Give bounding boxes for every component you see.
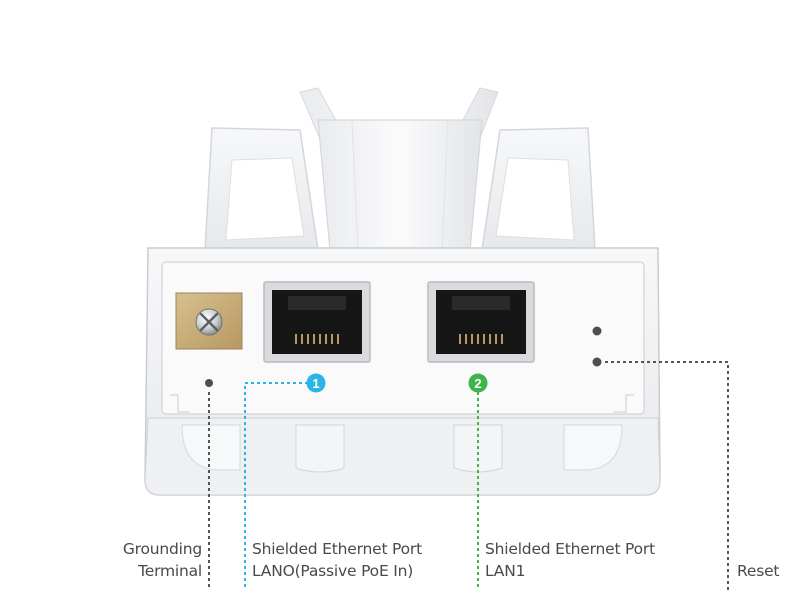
- callout-lines: [208, 361, 729, 590]
- grounding-terminal-icon: [175, 292, 243, 387]
- lan0-label-line2: LANO(Passive PoE In): [252, 562, 414, 580]
- reset-leader-line: [605, 361, 729, 590]
- lan1-label: Shielded Ethernet Port LAN1: [485, 538, 655, 582]
- lan1-label-line1: Shielded Ethernet Port: [485, 540, 655, 558]
- lan1-port-icon: [427, 281, 535, 363]
- grounding-label-line2: Terminal: [138, 562, 202, 580]
- reset-hole-icon: [592, 326, 602, 367]
- lan1-label-line2: LAN1: [485, 562, 526, 580]
- lan0-port-icon: [263, 281, 371, 363]
- antenna-mount: [204, 87, 596, 251]
- grounding-label: Grounding Terminal: [80, 538, 202, 582]
- lan0-leader-line: [244, 382, 308, 590]
- lan0-label-line1: Shielded Ethernet Port: [252, 540, 422, 558]
- marker-2-icon: 2: [468, 373, 488, 393]
- lan0-label: Shielded Ethernet Port LANO(Passive PoE …: [252, 538, 422, 582]
- marker-1-number: 1: [312, 376, 319, 391]
- reset-label-line2: Reset: [737, 562, 780, 580]
- grounding-label-line1: Grounding: [122, 540, 202, 558]
- device-body: [144, 247, 661, 496]
- reset-label: Reset: [737, 560, 780, 582]
- marker-1-icon: 1: [306, 373, 326, 393]
- marker-2-number: 2: [474, 376, 481, 391]
